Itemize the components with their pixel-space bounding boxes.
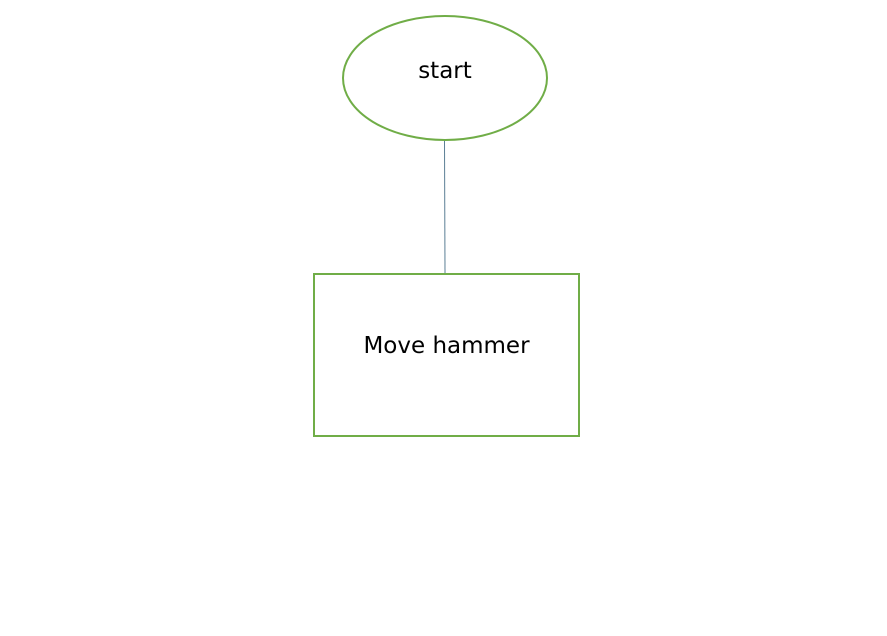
start-node-label: start (418, 58, 472, 84)
start-node: start (342, 15, 548, 141)
move-hammer-box (313, 273, 580, 437)
connector-line-start-to-move-hammer (444, 140, 446, 274)
start-ellipse (342, 15, 548, 141)
move-hammer-node-label: Move hammer (363, 333, 530, 359)
move-hammer-node: Move hammer (313, 273, 580, 437)
